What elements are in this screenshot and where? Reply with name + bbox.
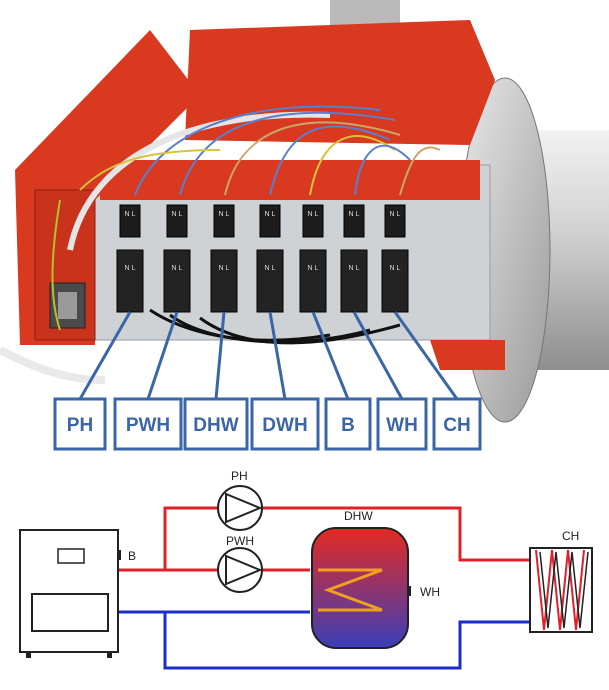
upper-plug-mark-b: N L (308, 211, 319, 218)
lower-plug-mark-ch: N L (390, 265, 401, 272)
ch-coil-red (535, 549, 585, 631)
tag-box-dhw (183, 397, 249, 451)
boiler-sensor-b (118, 550, 121, 560)
lower-plug-mark-dhw: N L (219, 265, 230, 272)
pump-ph: PH (217, 469, 263, 531)
lower-plug-mark-b: N L (308, 265, 319, 272)
upper-plug-pwh (166, 204, 188, 238)
dhw-tank: DHW WH (311, 509, 440, 649)
tag-label-wh: WH (386, 415, 418, 436)
leader-dwh (268, 311, 287, 400)
leader-ph (78, 311, 132, 400)
supply-pipes (115, 506, 530, 572)
leader-dhw (214, 311, 226, 400)
leader-b (311, 311, 350, 400)
label-ch: CH (562, 529, 579, 543)
lower-plug-mark-dwh: N L (265, 265, 276, 272)
tag-label-dwh: DWH (262, 415, 307, 436)
label-dhw: DHW (344, 509, 373, 523)
upper-plug-b (302, 204, 324, 238)
lower-plug-dwh (256, 249, 284, 313)
controller-photo: N L N L N L N L N L N L N L N L N L N L N L N L N L N… (0, 0, 609, 451)
tag-box-b (324, 397, 372, 451)
dhw-sensor-wh (408, 586, 411, 596)
lower-plug-ch (381, 249, 409, 313)
label-pwh: PWH (226, 534, 254, 548)
tag-box-pwh (113, 397, 183, 451)
white-cable (0, 346, 106, 384)
boiler-unit: B (19, 529, 136, 658)
tag-box-wh (376, 397, 428, 451)
leader-wh (352, 311, 404, 400)
lower-plug-pwh (163, 249, 191, 313)
boiler-foot-right (107, 652, 112, 658)
pump-pwh: PWH (217, 534, 263, 593)
upper-plug-dwh (259, 204, 281, 238)
upper-plug-mark-wh: N L (349, 211, 360, 218)
leader-lines (78, 311, 459, 400)
lower-plug-b (299, 249, 327, 313)
ch-coil-dark (539, 551, 589, 629)
boiler-door (31, 593, 109, 632)
lower-plug-mark-pwh: N L (172, 265, 183, 272)
leader-ch (393, 311, 459, 400)
lower-plug-mark-wh: N L (349, 265, 360, 272)
lower-plug-dhw (210, 249, 238, 313)
serial-port-inner (58, 292, 77, 319)
upper-plug-mark-ch: N L (390, 211, 401, 218)
upper-plug-mark-pwh: N L (172, 211, 183, 218)
label-wh: WH (420, 585, 440, 599)
upper-plug-ph (119, 204, 141, 238)
upper-plug-dhw (213, 204, 235, 238)
connector-row: N L N L N L N L N L N L N L N L N L N L N L N L N L N… (116, 204, 409, 313)
wire-bundle (51, 105, 441, 331)
housing-right-bracket (430, 340, 505, 370)
upper-plug-mark-ph: N L (125, 211, 136, 218)
tag-label-pwh: PWH (126, 415, 170, 436)
tag-label-ph: PH (67, 415, 93, 436)
lower-plug-ph (116, 249, 144, 313)
leader-pwh (146, 311, 179, 400)
label-ph: PH (231, 469, 248, 483)
tag-label-dhw: DHW (193, 415, 238, 436)
tag-box-ch (432, 397, 482, 451)
black-cables (149, 308, 401, 345)
tag-box-dwh (250, 397, 320, 451)
photo-bottom-band (0, 455, 609, 475)
dhw-coil (318, 568, 383, 612)
boiler-foot-left (26, 652, 31, 658)
upper-plug-mark-dwh: N L (265, 211, 276, 218)
boiler-display (57, 548, 85, 564)
ch-radiator: CH (529, 529, 593, 633)
tag-label-ch: CH (443, 415, 470, 436)
return-pipes (115, 610, 530, 670)
tag-label-b: B (341, 415, 355, 436)
plate-red-strip (100, 160, 480, 200)
upper-plug-mark-dhw: N L (219, 211, 230, 218)
lower-plug-wh (340, 249, 368, 313)
tag-box-ph (53, 397, 107, 451)
upper-plug-wh (343, 204, 365, 238)
hydraulic-schematic: B PH PWH DHW WH CH (19, 469, 593, 670)
terminal-label-row: PH PWH DHW DWH B WH CH (53, 397, 482, 451)
lower-plug-mark-ph: N L (125, 265, 136, 272)
label-b: B (128, 549, 136, 563)
upper-plug-ch (384, 204, 406, 238)
